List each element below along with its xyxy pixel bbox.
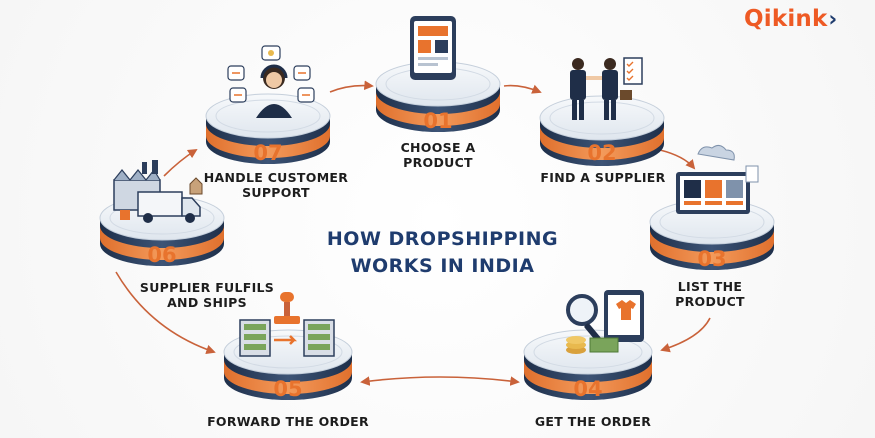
step-label-01: CHOOSE A PRODUCT [400,140,476,170]
tablet-product-icon [410,16,456,80]
step-label-02: FIND A SUPPLIER [540,170,666,185]
arrow-03-to-04 [660,317,711,353]
diagram-title: HOW DROPSHIPPING WORKS IN INDIA [326,228,559,277]
step-number-01: 01 [423,109,452,133]
qikink-logo: Qikink› [744,6,838,32]
step-numbers: 01 02 03 04 05 06 07 [147,109,726,401]
online-store-icon [676,144,759,214]
arrow-02-to-03 [659,149,696,170]
arrow-06-to-07 [163,148,198,177]
step-label-07: HANDLE CUSTOMER SUPPORT [203,170,349,200]
step-number-04: 04 [573,377,602,401]
step-disc-01 [375,61,501,132]
step-label-05: FORWARD THE ORDER [207,414,369,429]
step-number-05: 05 [273,377,302,401]
step-label-06: SUPPLIER FULFILS AND SHIPS [139,280,275,310]
arrow-05-04-bidirectional [360,376,520,386]
customer-support-icon [227,45,315,118]
arrow-01-to-02 [503,84,542,94]
warehouse-truck-icon [113,160,203,223]
step-number-03: 03 [697,247,726,271]
arrow-06-to-05 [115,271,216,355]
arrow-07-to-01 [329,80,374,93]
step-discs [99,61,775,400]
cycle-arrows [115,80,711,386]
step-number-02: 02 [587,141,616,165]
handshake-icon [570,57,643,120]
step-number-06: 06 [147,243,176,267]
step-disc-02 [539,95,665,166]
step-number-07: 07 [253,141,282,165]
step-label-03: LIST THE PRODUCT [675,279,745,309]
step-icons [113,16,759,357]
step-label-04: GET THE ORDER [534,414,652,429]
order-forward-icon [239,292,335,357]
order-magnifier-icon [566,290,644,354]
